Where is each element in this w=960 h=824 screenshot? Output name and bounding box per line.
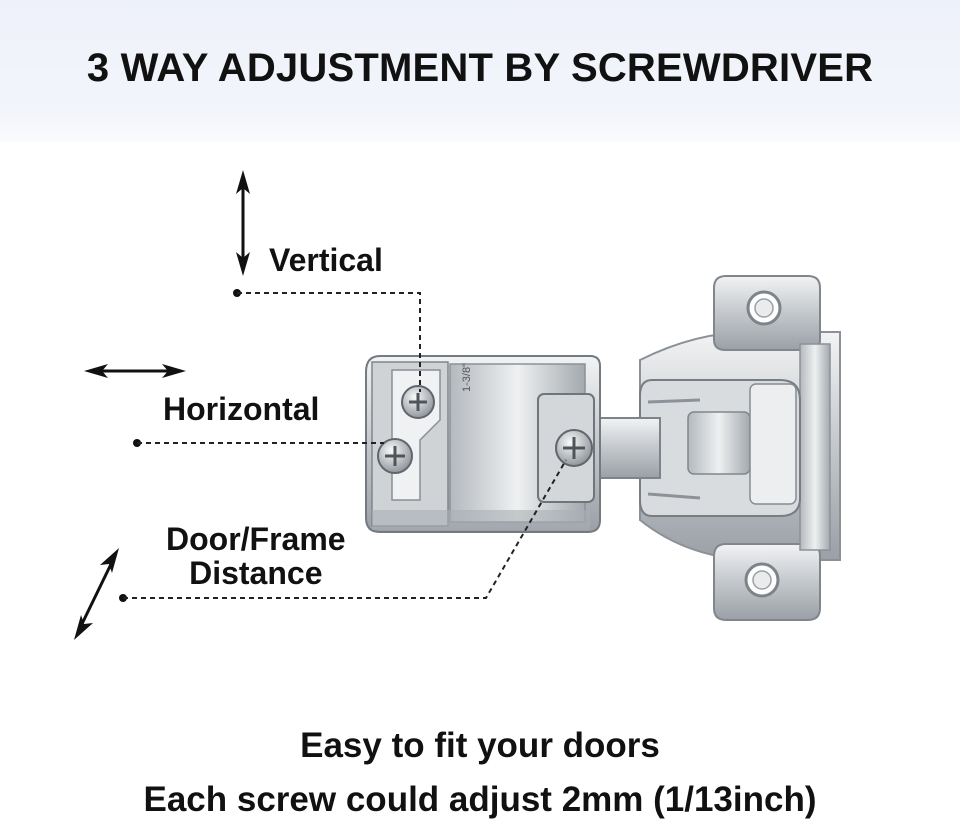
leader-line-vertical: [233, 289, 421, 392]
leader-line-horizontal: [133, 439, 384, 447]
label-door-frame-line2: Distance: [189, 555, 323, 591]
double-arrow-horizontal-icon: [84, 364, 186, 378]
label-door-frame: Door/Frame Distance: [166, 522, 346, 590]
caption-line2: Each screw could adjust 2mm (1/13inch): [143, 780, 817, 819]
label-horizontal: Horizontal: [163, 391, 320, 427]
hinge-marking: 1-3/8": [461, 363, 473, 392]
header-band: [0, 0, 960, 142]
label-vertical: Vertical: [269, 242, 383, 278]
page-title: 3 WAY ADJUSTMENT BY SCREWDRIVER: [86, 46, 874, 90]
double-arrow-diagonal-icon: [74, 548, 119, 640]
label-door-frame-line1: Door/Frame: [166, 521, 346, 557]
double-arrow-vertical-icon: [236, 170, 250, 276]
hinge-image: [365, 275, 841, 621]
leader-line-depth: [119, 459, 567, 602]
caption-line1: Easy to fit your doors: [300, 726, 660, 765]
